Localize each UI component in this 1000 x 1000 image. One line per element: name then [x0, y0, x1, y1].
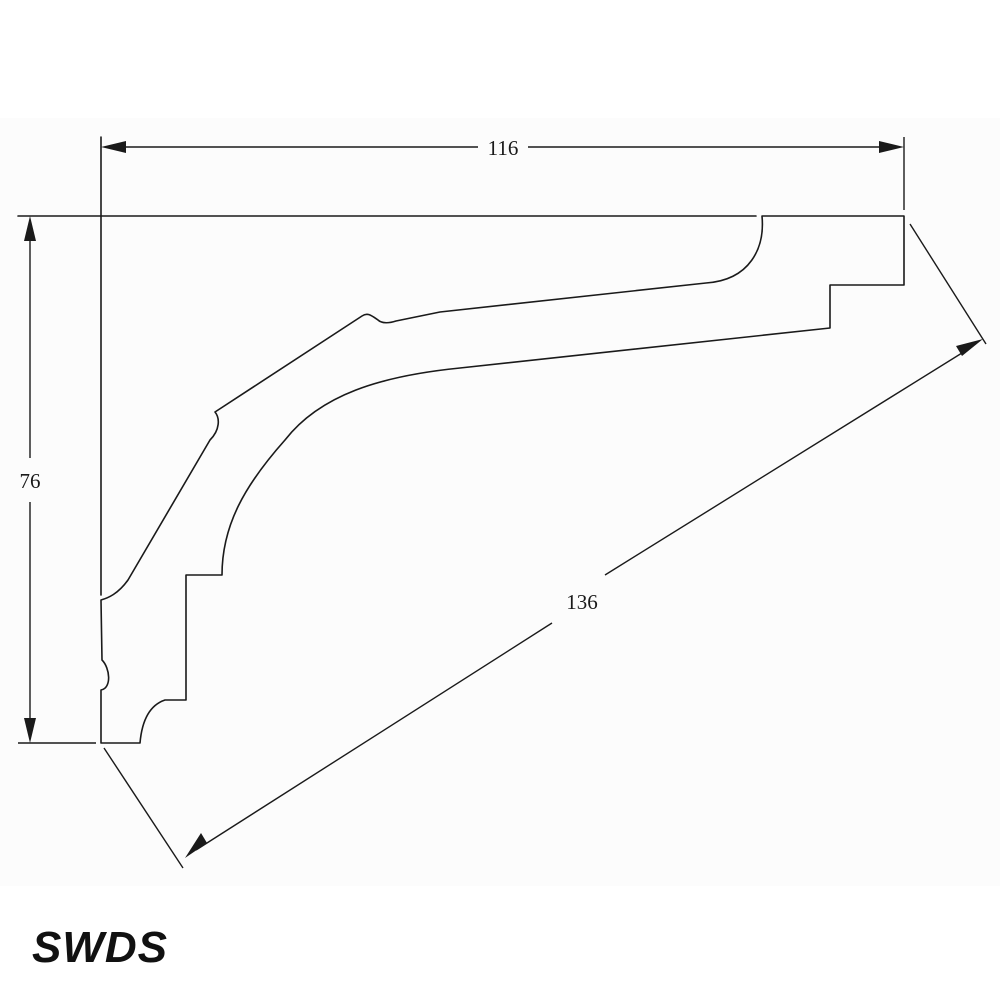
- diagonal-arrow-upper: [956, 339, 983, 356]
- height-dimension-label: 76: [20, 469, 41, 493]
- diagonal-extension-upper: [909, 223, 987, 345]
- width-arrow-right: [879, 141, 904, 153]
- diagonal-dimension-line-lower: [195, 622, 553, 851]
- brand-logo-text: SWDS: [32, 923, 168, 972]
- diagonal-extension-lower: [103, 747, 184, 869]
- cornice-profile-outline: [100, 215, 905, 744]
- height-dimension: 76: [20, 216, 41, 743]
- diagonal-arrow-lower: [185, 833, 207, 858]
- diagonal-dimension: 136: [103, 223, 987, 869]
- width-dimension-label: 116: [488, 136, 519, 160]
- diagonal-dimension-line-upper: [604, 347, 971, 576]
- width-arrow-left: [101, 141, 126, 153]
- height-arrow-bottom: [24, 718, 36, 743]
- drawing-panel: [0, 118, 1000, 886]
- height-arrow-top: [24, 216, 36, 241]
- diagonal-dimension-label: 136: [566, 590, 598, 614]
- width-dimension: 116: [101, 136, 904, 160]
